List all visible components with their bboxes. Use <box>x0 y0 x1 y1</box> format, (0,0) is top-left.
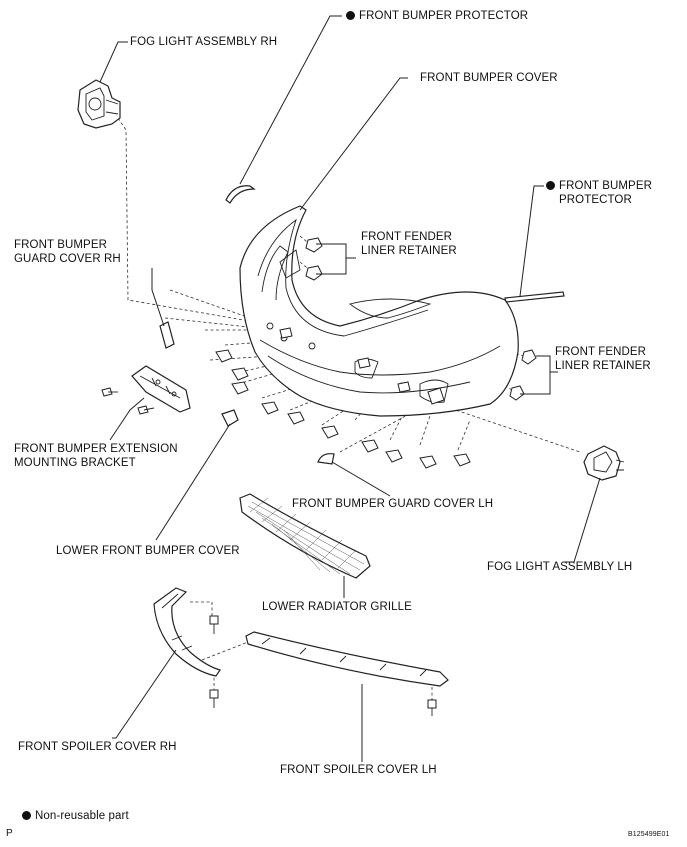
leader-lines <box>99 15 601 762</box>
label-front-spoiler-cover-lh: FRONT SPOILER COVER LH <box>280 764 437 776</box>
retaining-clips <box>215 327 471 469</box>
label-fog-light-assembly-lh: FOG LIGHT ASSEMBLY LH <box>487 561 633 573</box>
front-bumper-protector-right <box>504 291 565 303</box>
label-front-spoiler-cover-rh: FRONT SPOILER COVER RH <box>18 741 177 753</box>
label-front-bumper-protector-right: FRONT BUMPER PROTECTOR <box>546 179 652 207</box>
front-spoiler-cover-rh <box>153 587 221 677</box>
label-lower-front-bumper-cover: LOWER FRONT BUMPER COVER <box>56 545 240 557</box>
label-lower-radiator-grille: LOWER RADIATOR GRILLE <box>262 601 412 613</box>
fastener-screws <box>101 387 437 716</box>
label-front-fender-liner-retainer-right: FRONT FENDER LINER RETAINER <box>555 346 651 372</box>
label-front-bumper-guard-cover-lh: FRONT BUMPER GUARD COVER LH <box>292 498 494 510</box>
front-bumper-guard-cover-rh <box>159 321 175 349</box>
front-bumper-extension-mounting-bracket <box>131 365 191 413</box>
footer-left-mark: P <box>6 828 13 839</box>
non-reusable-dot-icon <box>546 181 555 190</box>
non-reusable-dot-icon <box>22 811 31 820</box>
label-front-bumper-protector-top: FRONT BUMPER PROTECTOR <box>346 9 528 23</box>
non-reusable-dot-icon <box>346 11 355 20</box>
label-front-bumper-extension-mounting-bracket: FRONT BUMPER EXTENSION MOUNTING BRACKET <box>14 443 178 469</box>
fog-light-assembly-lh <box>583 445 625 481</box>
label-front-bumper-guard-cover-rh: FRONT BUMPER GUARD COVER RH <box>14 239 121 265</box>
front-bumper-protector-top <box>225 185 256 204</box>
label-fog-light-assembly-rh: FOG LIGHT ASSEMBLY RH <box>130 36 278 48</box>
fender-liner-retainers-top <box>305 237 323 281</box>
fender-liner-retainers-right <box>509 349 537 401</box>
figure-id: B125499E01 <box>628 831 670 838</box>
label-front-fender-liner-retainer-top: FRONT FENDER LINER RETAINER <box>361 231 457 257</box>
front-bumper-guard-cover-lh <box>317 453 335 465</box>
legend-non-reusable-part: Non-reusable part <box>22 809 129 823</box>
label-front-bumper-cover: FRONT BUMPER COVER <box>420 72 558 84</box>
front-spoiler-cover-lh <box>245 631 449 687</box>
front-bumper-cover <box>239 205 519 417</box>
lower-front-bumper-cover <box>221 409 239 427</box>
fog-light-assembly-rh <box>77 79 121 129</box>
lower-radiator-grille <box>239 493 371 579</box>
